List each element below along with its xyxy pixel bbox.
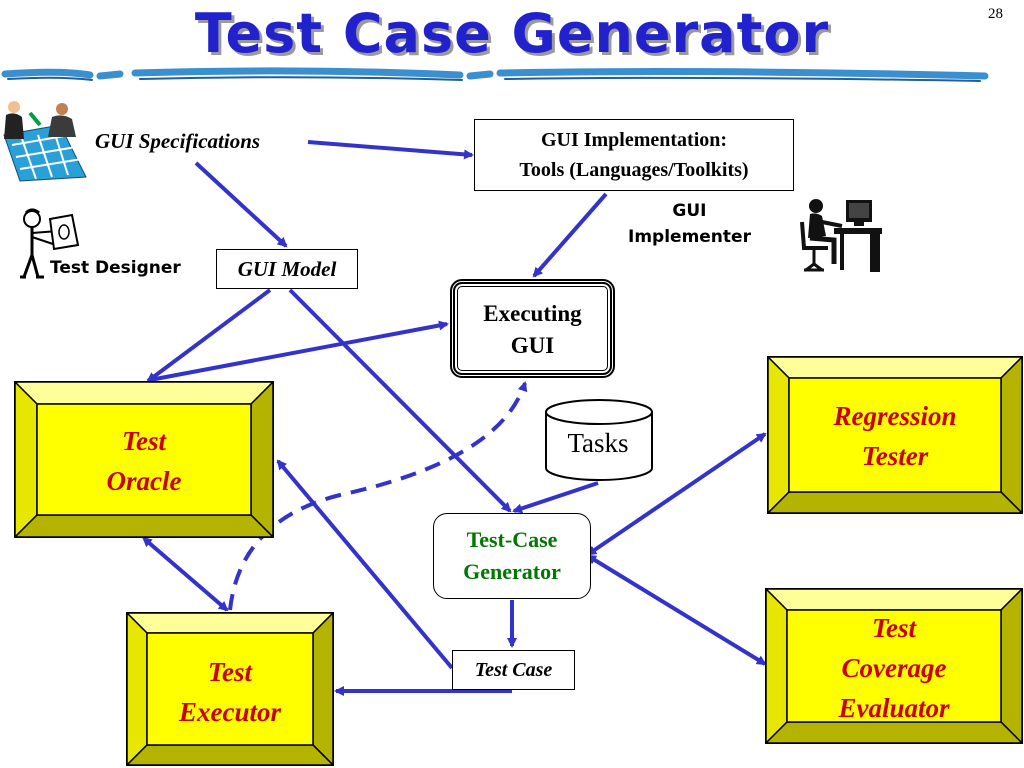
executing-gui-line1: Executing <box>483 301 582 326</box>
test-oracle-label: Test Oracle <box>37 421 251 501</box>
test-coverage-evaluator-label: Test Coverage Evaluator <box>787 608 1001 728</box>
gui-implementation-box: GUI Implementation: Tools (Languages/Too… <box>474 119 794 191</box>
gui-implementer-icon <box>800 199 882 272</box>
gui-model-box: GUI Model <box>216 249 358 289</box>
test-coverage-evaluator-component: Test Coverage Evaluator <box>765 588 1023 744</box>
arrow-model-to-oracle <box>146 288 272 383</box>
arrow-generator-to-coverage <box>586 554 767 666</box>
executing-gui-line2: GUI <box>510 333 555 358</box>
test-case-generator-box: Test-Case Generator <box>433 513 591 599</box>
arrow-model-to-generator <box>288 288 512 513</box>
arrow-spec-to-model <box>194 161 288 248</box>
arrow-implementation-to-executing <box>532 192 608 278</box>
arrow-tasks-to-generator <box>512 481 599 514</box>
slide-title: Test Case Generator <box>194 2 830 65</box>
test-case-generator-line1: Test-Case <box>466 527 558 552</box>
test-executor-label: Test Executor <box>147 652 313 732</box>
regression-tester-component: Regression Tester <box>767 356 1023 514</box>
arrow-generator-to-regression <box>586 432 767 556</box>
test-executor-component: Test Executor <box>126 612 334 766</box>
team-planning-clipart-icon <box>0 95 88 183</box>
gui-implementer-label-line2: Implementer <box>628 227 751 247</box>
tasks-cylinder-icon <box>545 399 653 481</box>
test-oracle-component: Test Oracle <box>14 381 274 538</box>
test-executor-label-line2: Executor <box>178 697 281 727</box>
test-executor-bevel <box>126 612 334 766</box>
test-oracle-label-line1: Test <box>121 426 166 456</box>
test-oracle-label-line2: Oracle <box>106 466 182 496</box>
test-oracle-bevel <box>14 381 274 538</box>
gui-implementer-label: GUI Implementer <box>628 198 751 250</box>
test-executor-label-line1: Test <box>207 657 252 687</box>
gui-implementation-line1: GUI Implementation: <box>540 129 728 151</box>
test-case-box: Test Case <box>452 650 575 690</box>
arrow-testcase-to-oracle <box>276 459 454 670</box>
regression-tester-label-line2: Tester <box>861 441 929 471</box>
test-coverage-evaluator-bevel <box>765 588 1023 744</box>
gui-specifications-label: GUI Specifications <box>95 129 261 153</box>
test-coverage-evaluator-label-line2: Coverage <box>841 653 947 683</box>
title-underline <box>1 67 989 82</box>
gui-implementer-label-line1: GUI <box>672 201 707 221</box>
tasks-label: Tasks <box>567 428 629 458</box>
regression-tester-label: Regression Tester <box>789 396 1001 476</box>
test-case-generator-line2: Generator <box>463 559 561 584</box>
gui-implementation-line2: Tools (Languages/Toolkits) <box>519 159 749 181</box>
arrow-oracle-to-executing <box>149 320 449 382</box>
arrow-spec-to-implementation <box>307 140 474 160</box>
regression-tester-label-line1: Regression <box>833 401 957 431</box>
page-number: 28 <box>988 6 1003 22</box>
arrow-executor-to-executing-dashed <box>228 381 528 611</box>
test-coverage-evaluator-label-line1: Test <box>871 613 916 643</box>
test-designer-label: Test Designer <box>50 258 181 278</box>
test-designer-icon <box>20 208 80 279</box>
arrow-oracle-executor <box>141 536 229 612</box>
executing-gui-box: Executing GUI <box>450 279 615 378</box>
regression-tester-bevel <box>767 356 1023 514</box>
test-coverage-evaluator-label-line3: Evaluator <box>838 693 950 723</box>
